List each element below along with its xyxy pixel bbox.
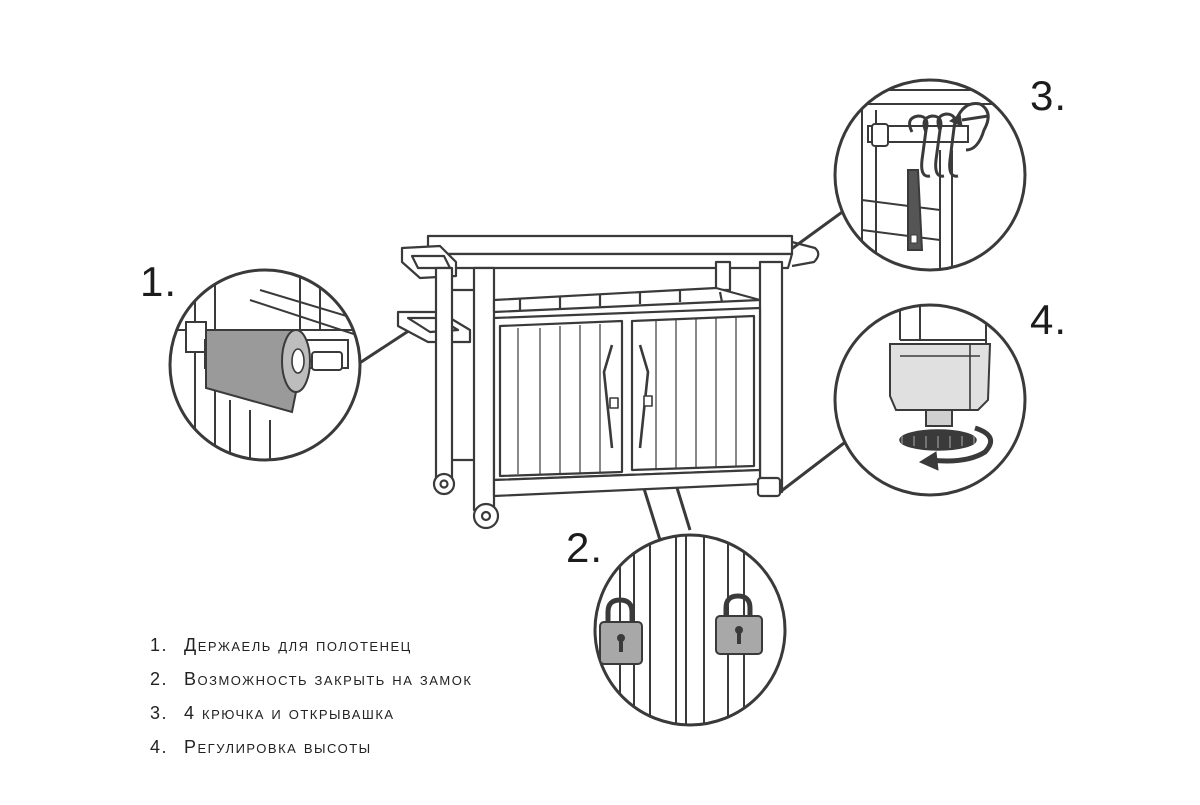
padlock-icon-left — [599, 597, 643, 665]
callout-3-detail — [833, 78, 1027, 272]
cart-illustration — [396, 234, 820, 530]
legend-item-4: 4. Регулировка высоты — [150, 730, 472, 764]
leader-line-1 — [351, 328, 411, 370]
legend-number: 3. — [150, 703, 169, 723]
legend-text: Регулировка высоты — [184, 737, 372, 757]
legend-text: Возможность закрыть на замок — [184, 669, 473, 689]
callout-4-detail — [833, 303, 1027, 497]
legend-item-3: 3. 4 крючка и открывашка — [150, 696, 472, 730]
adjustable-foot-icon — [889, 343, 994, 471]
legend-item-1: 1. Держаель для полотенец — [150, 628, 472, 662]
legend-item-2: 2. Возможность закрыть на замок — [150, 662, 472, 696]
callout-1-detail — [168, 268, 362, 462]
legend-text: 4 крючка и открывашка — [184, 703, 395, 723]
feature-legend: 1. Держаель для полотенец 2. Возможность з… — [150, 628, 472, 764]
legend-text: Держаель для полотенец — [184, 635, 412, 655]
legend-number: 2. — [150, 669, 169, 689]
padlock-icon-right — [715, 593, 763, 655]
legend-number: 1. — [150, 635, 169, 655]
paper-towel-holder-icon — [185, 321, 349, 414]
legend-number: 4. — [150, 737, 169, 757]
callout-number-3: 3. — [1030, 72, 1068, 119]
callout-number-2: 2. — [566, 524, 604, 571]
leader-line-4 — [779, 438, 849, 494]
hooks-and-bottle-opener-icon — [867, 101, 990, 251]
callout-number-1: 1. — [140, 258, 178, 305]
callout-2-detail — [593, 533, 787, 727]
callout-number-4: 4. — [1030, 296, 1068, 343]
